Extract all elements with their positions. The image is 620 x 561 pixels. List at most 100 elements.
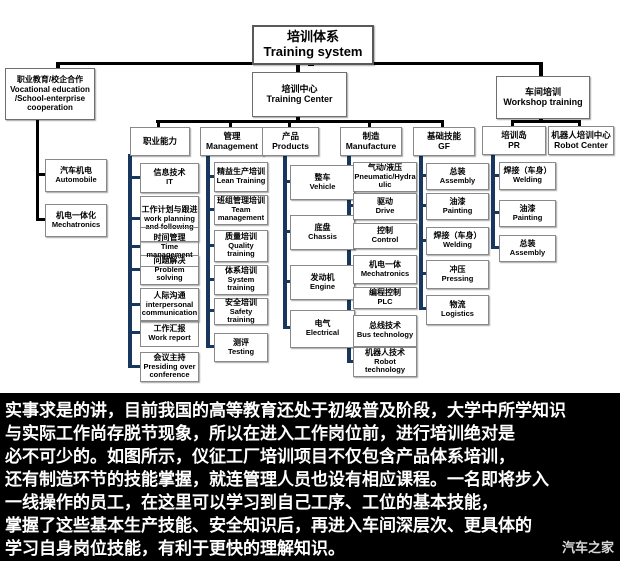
rail1-stub bbox=[128, 268, 140, 271]
label-en: GF bbox=[438, 140, 450, 151]
label-en: Workshop training bbox=[503, 97, 583, 108]
rail4-stub bbox=[347, 204, 353, 207]
node-robot-technology: 机器人技术 Robot technology bbox=[353, 347, 417, 377]
label-en: Time management bbox=[146, 242, 193, 260]
label-zh: 机电一体化 bbox=[56, 210, 96, 220]
label-zh: 机电一体 bbox=[369, 259, 401, 269]
connector-automobile-stub bbox=[36, 173, 46, 176]
label-en: Vocational education bbox=[10, 84, 90, 94]
label-zh: 机器人技术 bbox=[365, 348, 405, 358]
connector-workshop-trunk bbox=[539, 117, 543, 122]
label-en: Team management bbox=[217, 205, 265, 223]
label-en: Assembly bbox=[439, 175, 476, 185]
node-welding-gf: 焊接（车身） Welding bbox=[426, 227, 489, 255]
node-pressing: 冲压 Pressing bbox=[426, 260, 489, 289]
label-en: Mechatronics bbox=[51, 219, 101, 229]
rail2-stub bbox=[206, 345, 214, 348]
connector-col1-drop bbox=[157, 122, 160, 128]
node-assembly-gf: 总装 Assembly bbox=[426, 163, 489, 190]
watermark-autohome: 汽车之家 bbox=[561, 540, 614, 555]
node-painting-gf: 油漆 Painting bbox=[426, 193, 489, 220]
header-training-island-pr: 培训岛 PR bbox=[482, 126, 546, 155]
label-zh: 制造 bbox=[362, 130, 380, 141]
connector-col3-drop bbox=[288, 122, 291, 128]
rail1-stub bbox=[128, 303, 140, 306]
node-painting-pr: 油漆 Painting bbox=[499, 200, 556, 227]
label-en: Electrical bbox=[305, 328, 340, 338]
node-testing: 测评 Testing bbox=[214, 333, 268, 362]
connector-center-trunk bbox=[296, 114, 300, 122]
connector-row2-horizontal bbox=[156, 120, 444, 123]
label-en: Presiding over conference bbox=[143, 362, 196, 380]
label-zh: 基础技能 bbox=[426, 130, 461, 141]
label-en: Robot technology bbox=[364, 357, 405, 375]
label-en: Quality training bbox=[227, 241, 255, 259]
label-zh: 整车 bbox=[314, 172, 331, 182]
connector-robot-drop bbox=[578, 122, 581, 127]
rail5-stub bbox=[419, 272, 426, 275]
label-en: Assembly bbox=[509, 247, 546, 257]
node-control: 控制 Control bbox=[353, 223, 417, 249]
caption-line: 实事求是的讲，目前我国的高等教育还处于初级普及阶段，大学中所学知识 bbox=[5, 401, 566, 420]
label-zh: 气动/液压 bbox=[367, 163, 403, 173]
node-electrical: 电气 Electrical bbox=[290, 310, 355, 348]
header-products: 产品 Products bbox=[262, 127, 319, 156]
label-en: PLC bbox=[377, 297, 393, 307]
rail3-stub bbox=[283, 180, 290, 183]
connector-col4-drop bbox=[368, 122, 371, 128]
label-zh: 班组管理培训 bbox=[217, 196, 265, 206]
connector-vocational-vertical bbox=[36, 118, 39, 221]
column-rail-6 bbox=[491, 153, 495, 249]
rail6-stub bbox=[491, 174, 499, 177]
rail2-stub bbox=[206, 278, 214, 281]
rail5-stub bbox=[419, 307, 426, 310]
node-plc: 编程控制 PLC bbox=[353, 287, 417, 309]
label-en: /School-enterprise bbox=[14, 93, 86, 103]
node-interpersonal-communication: 人际沟通 interpersonal communication bbox=[140, 288, 199, 322]
node-engine: 发动机 Engine bbox=[290, 265, 355, 300]
rail1-stub bbox=[128, 217, 140, 220]
connector-pr-drop bbox=[511, 122, 514, 127]
node-assembly-pr: 总装 Assembly bbox=[499, 235, 556, 262]
label-zh: 职业能力 bbox=[142, 135, 177, 146]
label-en: Products bbox=[272, 140, 309, 151]
node-pneumatic-hydraulic: 气动/液压 Pneumatic/Hydraulic bbox=[353, 162, 417, 192]
label-en: Welding bbox=[442, 240, 473, 250]
node-vehicle: 整车 Vehicle bbox=[290, 165, 355, 200]
label-zh: 测评 bbox=[233, 337, 249, 347]
node-vocational-education: 职业教育/校企合作 Vocational education /School-e… bbox=[5, 68, 95, 120]
label-zh: 机器人培训中心 bbox=[551, 129, 611, 140]
node-training-system: 培训体系 Training system bbox=[252, 25, 374, 65]
label-zh: 物流 bbox=[449, 300, 466, 310]
label-zh: 产品 bbox=[281, 130, 299, 141]
node-work-planning: 工作计划与跟进 work planning and following bbox=[140, 196, 199, 242]
caption-line: 掌握了这些基本生产技能、安全知识后，再进入车间深层次、更具体的 bbox=[5, 516, 532, 535]
label-zh: 发动机 bbox=[310, 272, 335, 282]
label-en: Chassis bbox=[308, 231, 337, 241]
label-zh: 人际沟通 bbox=[153, 291, 186, 301]
label-en: cooperation bbox=[27, 103, 73, 113]
connector-col2-drop bbox=[229, 122, 232, 128]
node-it: 信息技术 IT bbox=[140, 163, 199, 193]
label-zh: 培训岛 bbox=[501, 129, 527, 140]
connector-left-stub bbox=[56, 62, 60, 69]
node-training-center: 培训中心 Training Center bbox=[252, 72, 347, 117]
caption-line: 学习自身岗位技能，有利于更快的理解知识。 bbox=[5, 539, 345, 558]
label-zh: 会议主持 bbox=[153, 353, 186, 363]
connector-col5-drop bbox=[441, 122, 444, 128]
rail3-stub bbox=[283, 280, 290, 283]
label-zh: 冲压 bbox=[449, 264, 466, 274]
label-zh: 管理 bbox=[223, 130, 241, 141]
label-en: Drive bbox=[375, 205, 395, 215]
node-lean-training: 精益生产培训 Lean Training bbox=[214, 162, 268, 192]
label-en: Logistics bbox=[441, 309, 474, 319]
node-robot-center: 机器人培训中心 Robot Center bbox=[548, 126, 614, 155]
node-system-training: 体系培训 System training bbox=[214, 265, 268, 295]
caption-line: 与实际工作尚存脱节现象，所以在进入工作岗位前，进行培训绝对是 bbox=[5, 424, 515, 443]
label-zh: 精益生产培训 bbox=[217, 167, 265, 177]
node-quality-training: 质量培训 Quality training bbox=[214, 230, 268, 262]
rail1-stub bbox=[128, 176, 140, 179]
label-zh: 培训体系 bbox=[286, 29, 339, 45]
label-en: Mechatronics bbox=[360, 268, 410, 278]
